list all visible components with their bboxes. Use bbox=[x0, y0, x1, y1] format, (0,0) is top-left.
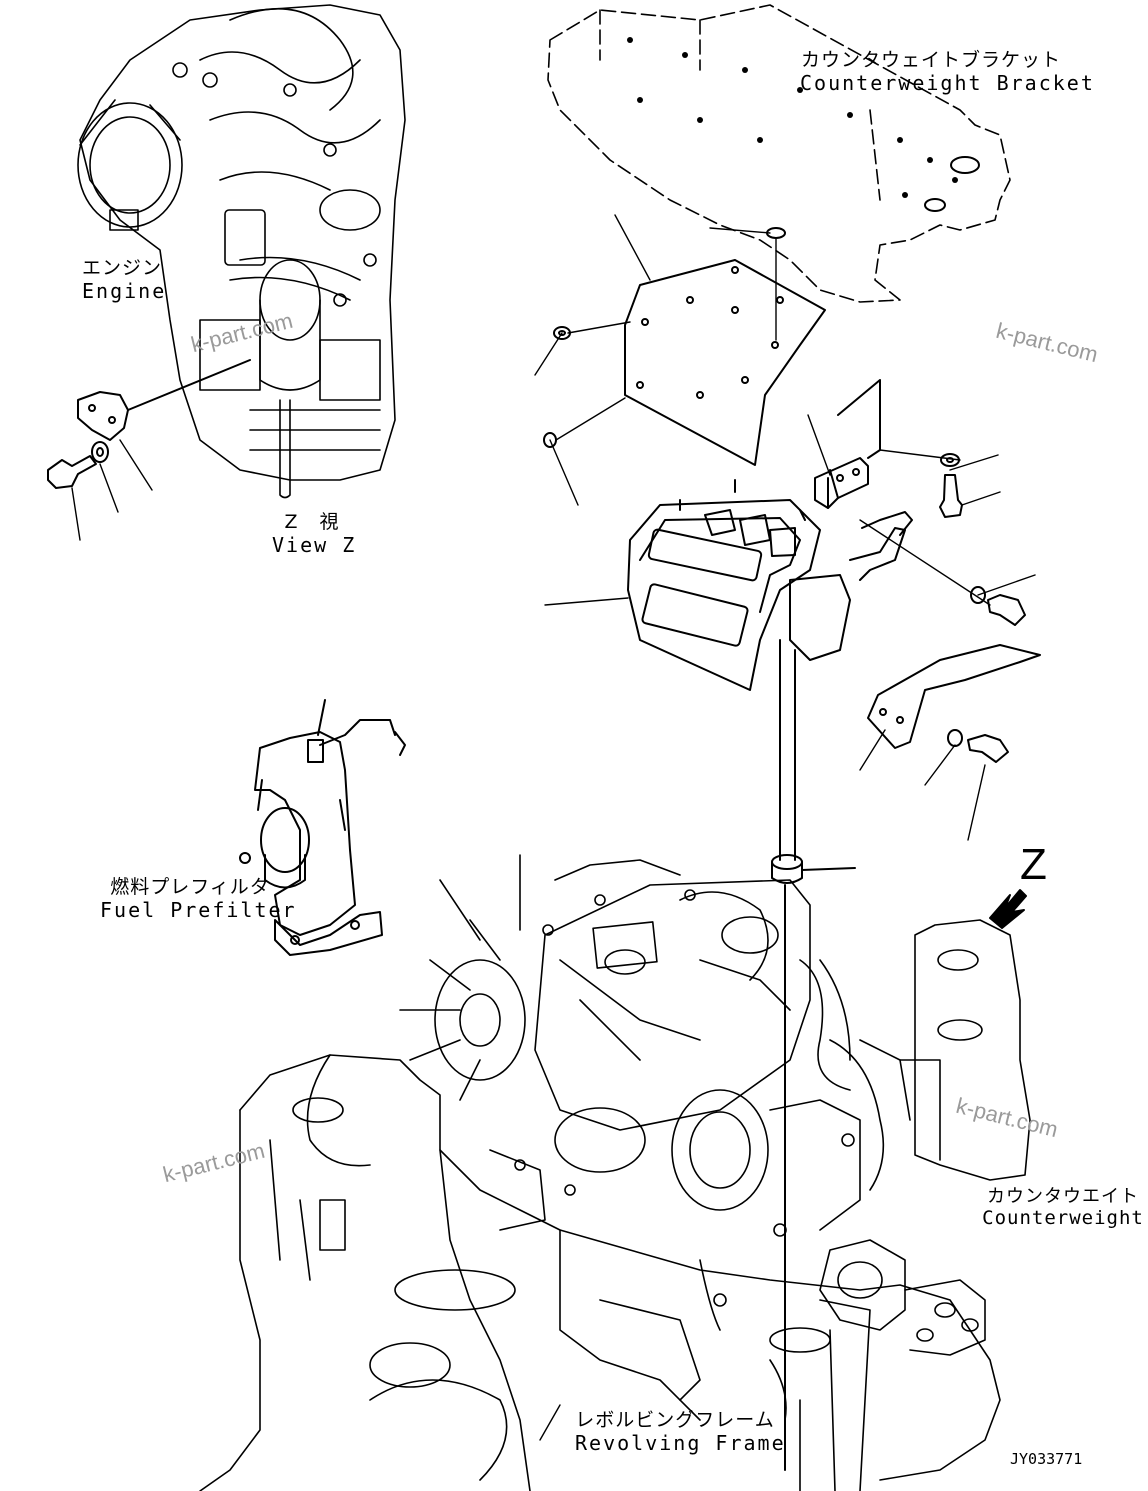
fuel-prefilter bbox=[239, 699, 406, 956]
leader-lines-right bbox=[807, 414, 1036, 841]
leader-lines-guard bbox=[544, 597, 629, 606]
counterweight-label: カウンタウエイト Counterweight bbox=[980, 1186, 1146, 1230]
view-z-label: Z 視 View Z bbox=[272, 511, 357, 557]
prefilter-bracket-small bbox=[77, 359, 251, 441]
counterweight-bracket-label-jp: カウンタウェイトブラケット bbox=[800, 49, 1061, 71]
counterweight-bracket-label-en: Counterweight Bracket bbox=[800, 70, 1095, 95]
cover-plate bbox=[624, 259, 826, 466]
bolt-left bbox=[47, 455, 97, 489]
leader-lines-frame bbox=[539, 1404, 561, 1441]
counterweight-label-jp: カウンタウエイト bbox=[987, 1186, 1139, 1207]
revolving-frame-label: レボルビングフレーム Revolving Frame bbox=[575, 1409, 786, 1455]
heat-shield-bracket bbox=[867, 644, 1041, 749]
engine-label-en: Engine bbox=[82, 278, 167, 303]
view-z-arrow bbox=[989, 889, 1027, 929]
plate-washers bbox=[543, 227, 786, 448]
bracket-holes bbox=[627, 37, 958, 198]
guard-frame bbox=[627, 479, 913, 861]
bolts-right bbox=[939, 453, 1026, 763]
engine-label: エンジン Engine bbox=[82, 257, 167, 303]
angle-bracket bbox=[814, 379, 881, 509]
drawing-code: JY033771 bbox=[1010, 1450, 1083, 1468]
main-engine-assembly bbox=[199, 854, 1031, 1491]
washer-left bbox=[91, 441, 109, 463]
spacer-bushing bbox=[771, 854, 856, 1471]
view-z-label-en: View Z bbox=[272, 532, 357, 557]
counterweight-label-en: Counterweight bbox=[982, 1206, 1144, 1229]
engine-label-jp: エンジン bbox=[82, 257, 163, 279]
counterweight-bracket-label: カウンタウェイトブラケット Counterweight Bracket bbox=[800, 49, 1095, 95]
fuel-line-view-z bbox=[279, 399, 291, 499]
revolving-frame-label-en: Revolving Frame bbox=[575, 1430, 786, 1455]
fuel-prefilter-label-jp: 燃料プレフィルタ bbox=[110, 876, 270, 898]
leader-lines-plate bbox=[534, 214, 777, 506]
bracket-large-holes bbox=[924, 156, 980, 212]
view-z-marker: Z bbox=[1020, 840, 1047, 889]
revolving-frame-label-jp: レボルビングフレーム bbox=[575, 1409, 775, 1431]
fuel-prefilter-label-en: Fuel Prefilter bbox=[100, 897, 297, 922]
view-z-label-jp: Z 視 bbox=[284, 511, 340, 533]
fuel-prefilter-label: 燃料プレフィルタ Fuel Prefilter bbox=[100, 876, 297, 922]
engine-view-z bbox=[77, 4, 406, 481]
counterweight-bracket-outline bbox=[547, 4, 1011, 303]
leader-lines-left bbox=[71, 439, 153, 541]
